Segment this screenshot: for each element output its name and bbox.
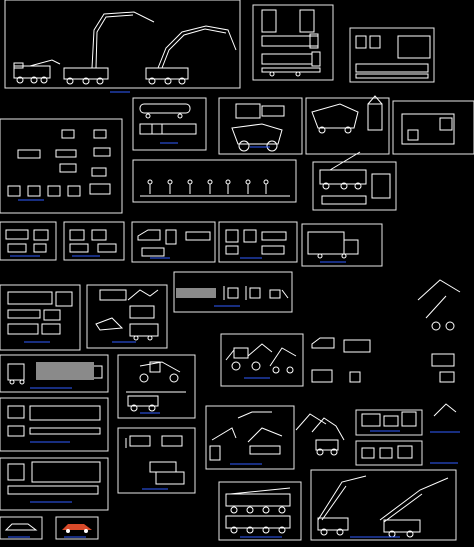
frame-utility-vehicles bbox=[356, 441, 422, 465]
frame-tanker-plan-side bbox=[133, 98, 206, 150]
pickup-icons bbox=[138, 230, 210, 256]
frame-heavy-semi-trailer bbox=[0, 355, 108, 392]
frame-forklifts bbox=[174, 272, 292, 312]
car-elevation-icons bbox=[6, 524, 36, 530]
frame-lattice-crawler-cranes bbox=[311, 470, 456, 540]
red-car-fill bbox=[62, 524, 92, 530]
forklift-icons bbox=[224, 286, 288, 300]
mining-dump-truck-icons bbox=[232, 104, 284, 151]
frame-long-trailer bbox=[0, 398, 108, 451]
frame-small-cars-b bbox=[64, 222, 124, 260]
dump-truck-loader-icons bbox=[96, 290, 158, 340]
frame-excavator-attachments bbox=[206, 406, 294, 469]
mobile-crane-icons bbox=[312, 96, 382, 133]
people-icons bbox=[140, 180, 290, 196]
tanker-plan-side-icons bbox=[140, 104, 196, 134]
frame-pickup-trucks bbox=[132, 222, 215, 262]
frame-tanker-truck-elevations bbox=[253, 5, 333, 80]
backhoe-loader-icons bbox=[226, 344, 296, 373]
red-car-wheel-front bbox=[66, 529, 70, 533]
misc-equipment-icons bbox=[312, 280, 460, 416]
frame-trailer-plans bbox=[0, 285, 80, 350]
frame-road-grader bbox=[118, 355, 195, 418]
caption-strips bbox=[8, 92, 460, 537]
solid-fills bbox=[36, 288, 216, 533]
concrete-pump-truck-icons bbox=[14, 12, 236, 84]
frame-semi-trailer-plan bbox=[350, 28, 434, 82]
frame-crane-elevations bbox=[219, 482, 301, 540]
frame-dump-truck-loaders bbox=[87, 285, 167, 348]
frame-red-car bbox=[56, 517, 98, 539]
long-trailer-icons bbox=[8, 406, 100, 436]
truck-plan-view-icons bbox=[308, 232, 358, 258]
frame-mining-dump-trucks bbox=[219, 98, 302, 154]
bulldozer-icons bbox=[126, 436, 184, 484]
gray-forklift-pad bbox=[176, 288, 216, 298]
excavator-icons bbox=[296, 412, 416, 458]
small-car-a-icons bbox=[6, 230, 48, 252]
road-grader-icons bbox=[126, 362, 186, 411]
linework bbox=[6, 10, 460, 537]
crane-truck-side-icons bbox=[320, 152, 390, 204]
car-plan-icons bbox=[8, 130, 110, 196]
frame-crane-truck-side bbox=[313, 162, 396, 210]
frame-box-truck bbox=[393, 101, 474, 154]
frame-backhoe-loaders bbox=[221, 334, 303, 386]
frame-service-vans bbox=[219, 222, 297, 262]
frame-car-elevation bbox=[0, 517, 42, 539]
trailer-plan-icons bbox=[8, 292, 72, 334]
red-car-wheel-rear bbox=[84, 529, 88, 533]
frame-concrete-pump-trucks bbox=[5, 0, 240, 88]
frame-truck-plan-view bbox=[302, 224, 382, 266]
service-van-icons bbox=[226, 230, 286, 254]
gray-trailer-fill bbox=[36, 362, 94, 380]
frame-bulldozers bbox=[118, 428, 195, 493]
tractor-trailer-long-icons bbox=[8, 462, 100, 494]
frame-car-plans bbox=[0, 119, 122, 213]
frame-service-trucks bbox=[356, 410, 422, 435]
frame-people-row bbox=[133, 160, 296, 202]
frame-tractor-trailer-long bbox=[0, 458, 108, 510]
small-car-b-icons bbox=[70, 230, 116, 252]
lattice-crane-icons bbox=[318, 476, 448, 537]
excavator-attachment-icons bbox=[210, 412, 282, 460]
tanker-truck-icons bbox=[262, 10, 320, 76]
heavy-semi-trailer-icons bbox=[8, 364, 102, 384]
frame-small-cars-a bbox=[0, 222, 56, 260]
semi-trailer-plan-icons bbox=[356, 36, 430, 78]
crane-elevation-icons bbox=[226, 488, 290, 533]
box-truck-icons bbox=[402, 114, 454, 144]
frame-mobile-crane-truck bbox=[306, 98, 389, 154]
